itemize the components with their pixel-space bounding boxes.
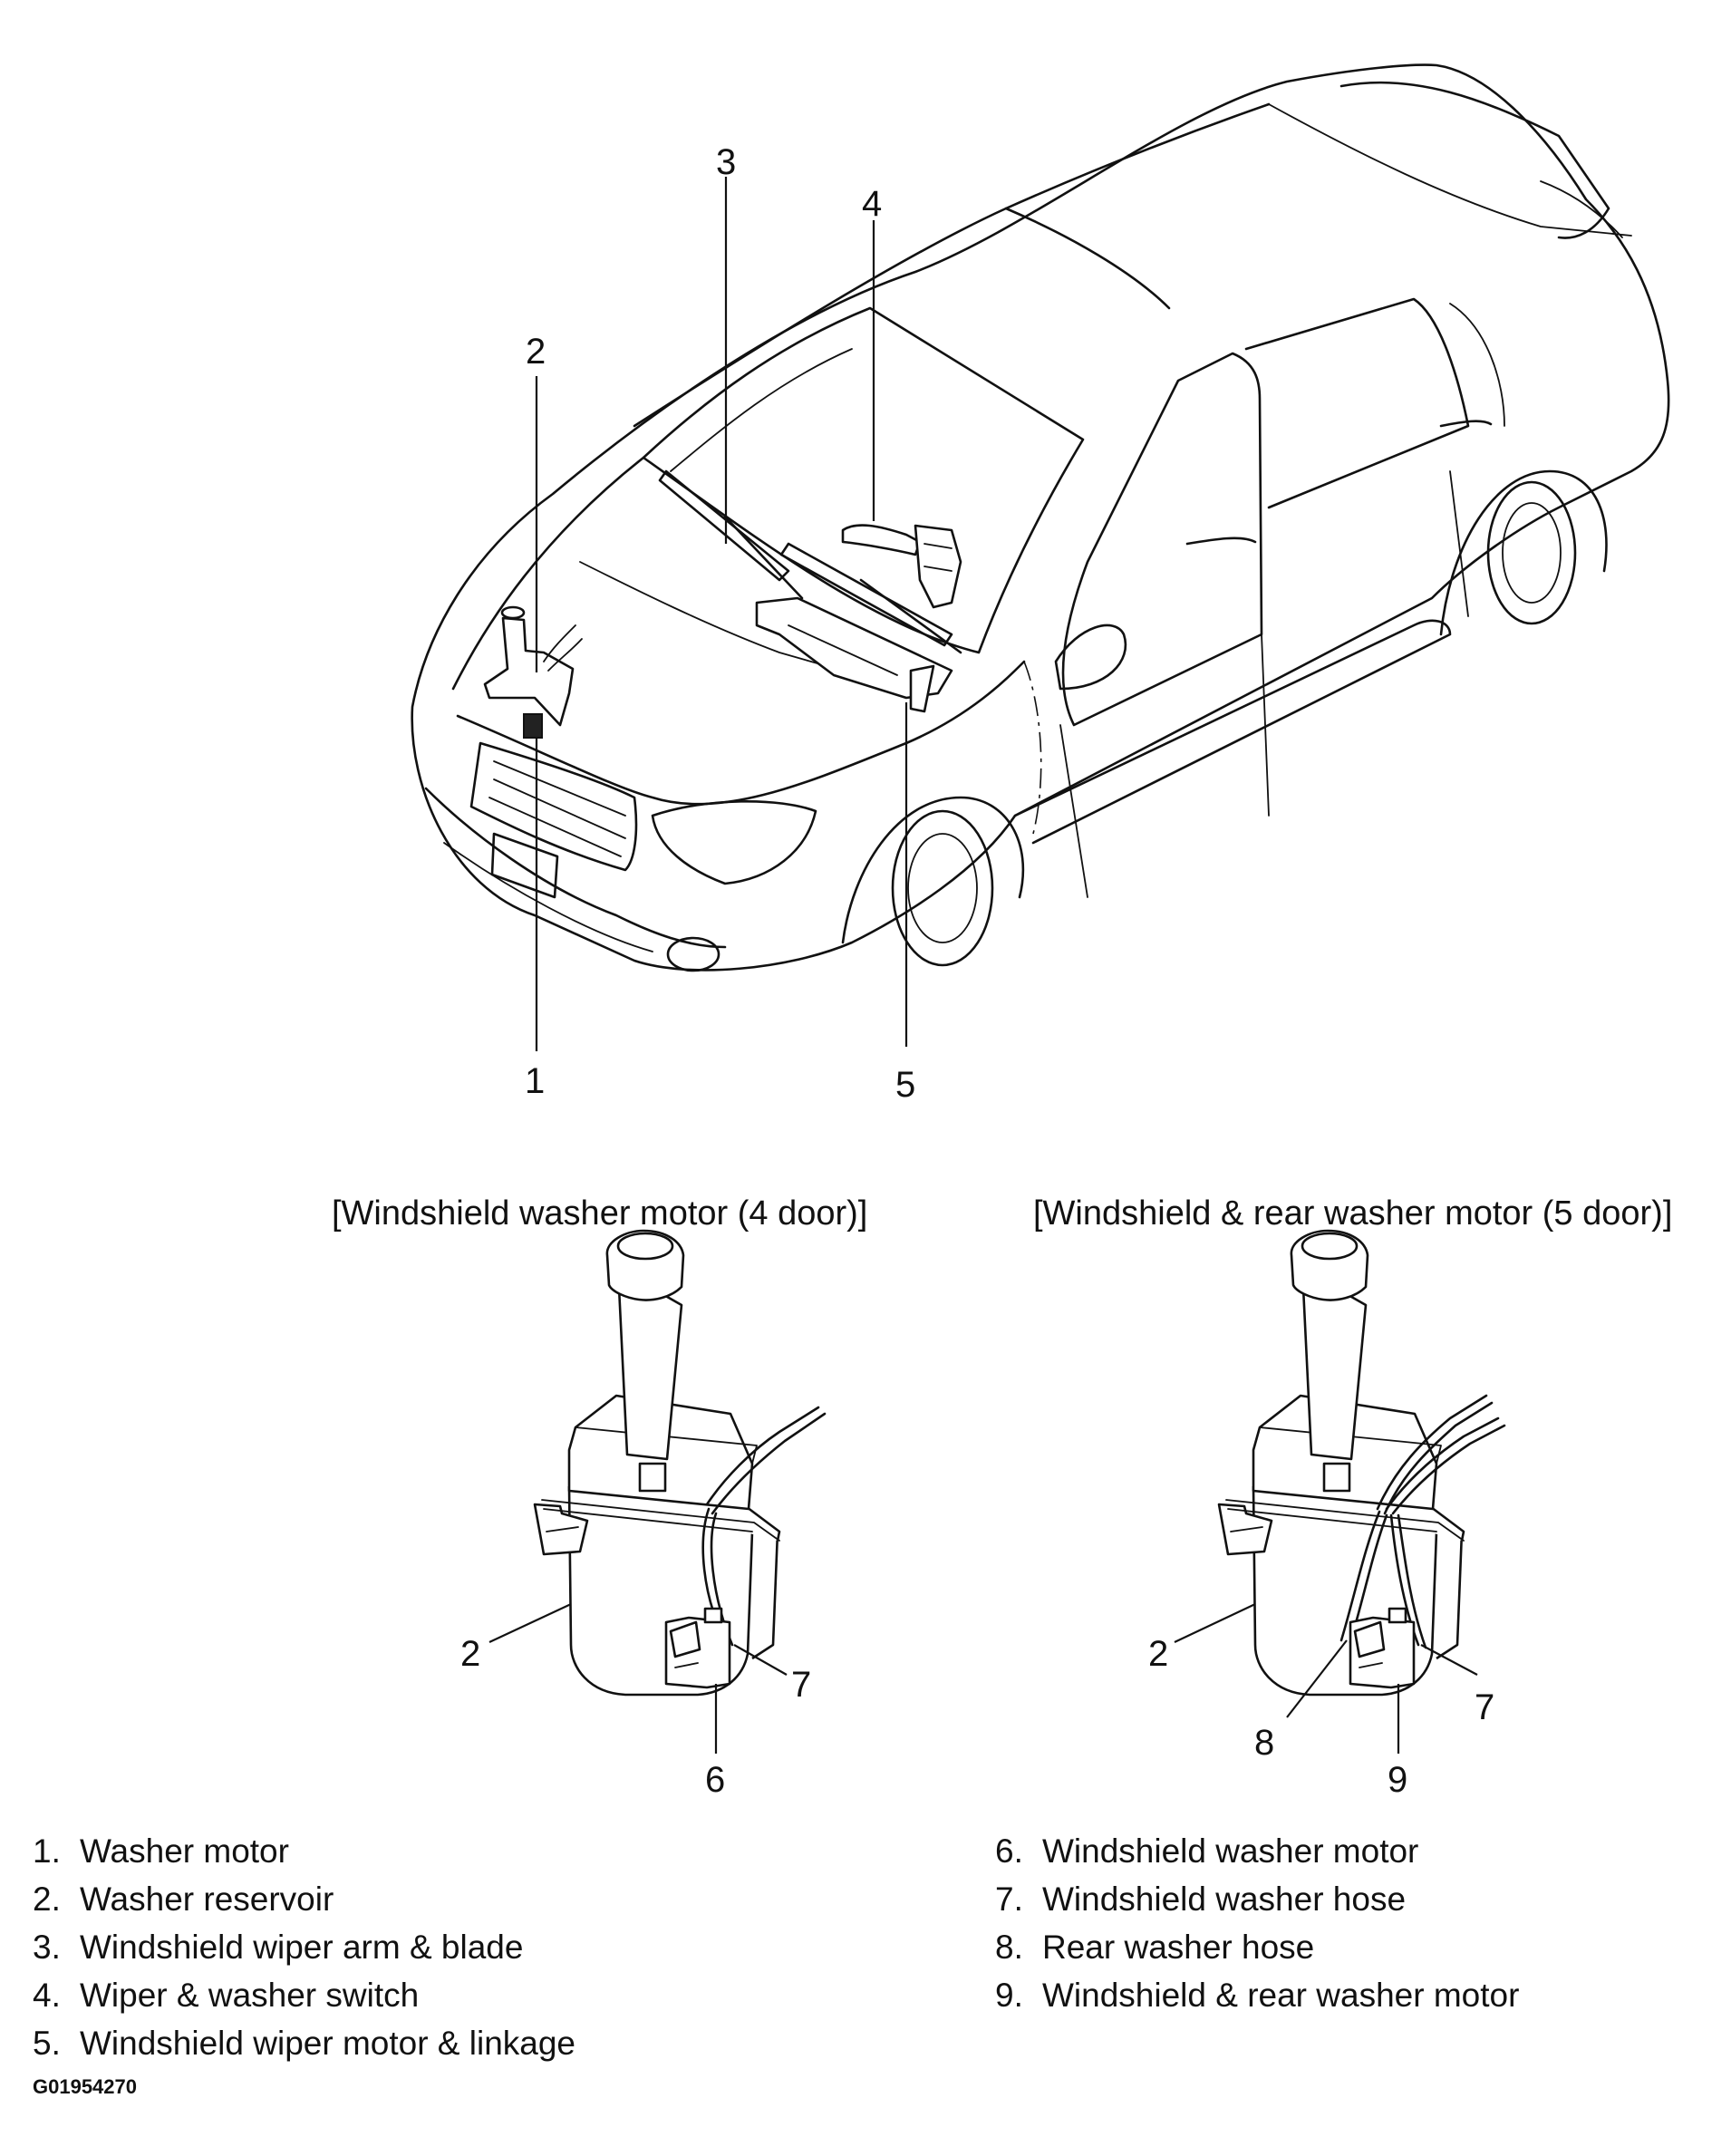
left-callout-7: 7 [791, 1665, 811, 1705]
legend-item: 8. Rear washer hose [995, 1923, 1519, 1971]
legend-item: 1. Washer motor [33, 1827, 575, 1875]
legend-label: Rear washer hose [1042, 1929, 1315, 1966]
legend-number: 7. [995, 1880, 1023, 1918]
callout-5: 5 [895, 1065, 915, 1105]
car-illustration [411, 63, 1670, 972]
legend-label: Windshield & rear washer motor [1042, 1977, 1520, 2014]
legend-number: 2. [33, 1880, 61, 1918]
right-callout-2: 2 [1148, 1634, 1168, 1674]
callout-4: 4 [862, 184, 882, 224]
legend-label: Windshield washer motor [1042, 1832, 1419, 1870]
legend-item: 3. Windshield wiper arm & blade [33, 1923, 575, 1971]
legend-item: 2. Washer reservoir [33, 1875, 575, 1923]
legend-label: Windshield wiper arm & blade [80, 1929, 524, 1966]
subtitle-5-door: [Windshield & rear washer motor (5 door)… [1033, 1194, 1672, 1233]
legend-number: 6. [995, 1832, 1023, 1870]
main-leader-lines [535, 177, 908, 1051]
legend-number: 3. [33, 1929, 61, 1966]
legend-number: 5. [33, 2025, 61, 2062]
reservoir-5-door [1217, 1229, 1506, 1697]
reservoir-4-door [533, 1229, 827, 1697]
callout-2: 2 [526, 332, 546, 372]
left-callout-6: 6 [705, 1760, 725, 1800]
legend-number: 4. [33, 1977, 61, 2014]
legend-item: 6. Windshield washer motor [995, 1827, 1519, 1875]
legend-item: 7. Windshield washer hose [995, 1875, 1519, 1923]
callout-3: 3 [716, 142, 736, 182]
right-callout-7: 7 [1475, 1687, 1494, 1727]
right-detail-leaders [1174, 1603, 1478, 1754]
legend-number: 1. [33, 1832, 61, 1870]
left-detail-leaders [488, 1603, 788, 1754]
legend-label: Washer reservoir [80, 1880, 334, 1918]
subtitle-4-door: [Windshield washer motor (4 door)] [332, 1194, 867, 1233]
figure-code: G01954270 [33, 2075, 137, 2098]
legend-left: 1. Washer motor 2. Washer reservoir 3. Wind… [33, 1827, 575, 2067]
legend-label: Washer motor [80, 1832, 289, 1870]
legend-label: Windshield wiper motor & linkage [80, 2025, 576, 2062]
right-callout-9: 9 [1388, 1760, 1407, 1800]
legend-number: 8. [995, 1929, 1023, 1966]
legend-number: 9. [995, 1977, 1023, 2014]
legend-label: Wiper & washer switch [80, 1977, 420, 2014]
callout-1: 1 [525, 1061, 545, 1101]
left-callout-2: 2 [460, 1634, 480, 1674]
legend-item: 5. Windshield wiper motor & linkage [33, 2019, 575, 2067]
legend-right: 6. Windshield washer motor 7. Windshield w… [995, 1827, 1519, 2019]
legend-item: 4. Wiper & washer switch [33, 1971, 575, 2019]
legend-label: Windshield washer hose [1042, 1880, 1407, 1918]
legend-item: 9. Windshield & rear washer motor [995, 1971, 1519, 2019]
right-callout-8: 8 [1254, 1723, 1274, 1763]
